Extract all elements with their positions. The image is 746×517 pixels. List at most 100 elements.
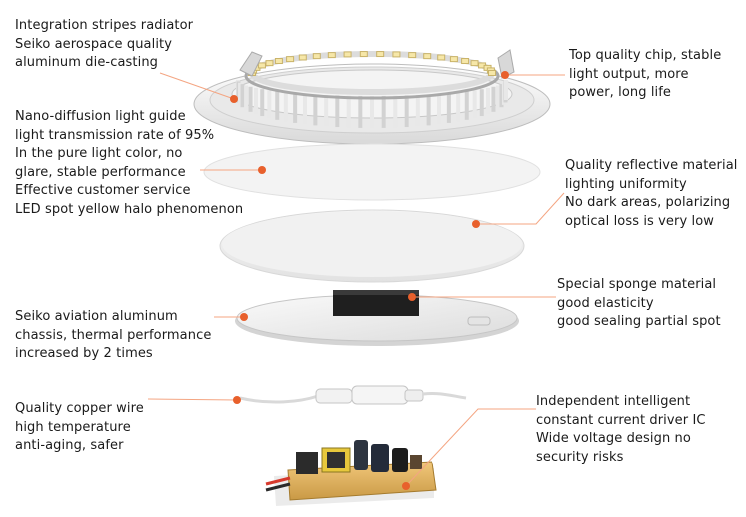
- led-chip: [449, 56, 458, 63]
- annotation-sponge: Special sponge material good elasticity …: [557, 276, 721, 332]
- led-chip: [437, 54, 446, 61]
- radiator-fin: [486, 88, 491, 114]
- aluminum-chassis: [235, 294, 519, 346]
- radiator-fin: [275, 91, 280, 120]
- callout-dot-chip: [501, 71, 509, 79]
- radiator-fin: [404, 95, 409, 128]
- led-chip: [312, 53, 321, 60]
- radiator-fin: [495, 85, 500, 110]
- radiator-fin: [283, 92, 288, 122]
- annotation-line: LED spot yellow halo phenomenon: [15, 201, 244, 217]
- led-chip: [376, 51, 385, 58]
- annotation-line: good sealing partial spot: [557, 314, 721, 329]
- radiator-fin: [499, 84, 504, 108]
- radiator-fin: [358, 95, 363, 128]
- annotation-line: Integration stripes radiator: [15, 18, 194, 33]
- led-chip: [359, 51, 368, 58]
- sponge-block: [333, 290, 419, 316]
- leader-line-reflective: [476, 192, 565, 225]
- led-chip: [488, 70, 496, 76]
- annotation-radiator: Integration stripes radiator Seiko aeros…: [15, 17, 193, 73]
- annotation-line: glare, stable performance: [15, 164, 186, 180]
- radiator-fin: [504, 80, 508, 100]
- radiator-fin: [238, 82, 243, 105]
- annotation-line: Top quality chip, stable: [569, 48, 722, 63]
- radiator-fin: [240, 84, 245, 108]
- copper-wire: [239, 385, 467, 405]
- radiator-fins: [236, 80, 508, 128]
- annotation-line: Seiko aviation aluminum: [15, 309, 178, 324]
- annotation-line: Quality reflective material: [565, 158, 738, 173]
- annotation-line: good elasticity: [557, 295, 654, 311]
- radiator-fin: [472, 90, 477, 118]
- annotation-wire: Quality copper wire high temperature ant…: [15, 400, 144, 456]
- annotation-line: Wide voltage design no: [536, 431, 691, 446]
- radiator-fin: [253, 88, 258, 114]
- callout-dot-driver: [402, 482, 410, 490]
- callout-dot-chassis: [240, 313, 248, 321]
- annotation-line: Special sponge material: [557, 277, 717, 292]
- annotation-light-guide: Nano-diffusion light guide light transmi…: [15, 108, 243, 219]
- annotation-line: Seiko aerospace quality: [15, 36, 173, 52]
- annotation-line: power, long life: [569, 85, 672, 100]
- led-chip: [408, 52, 417, 59]
- annotation-line: light transmission rate of 95%: [15, 127, 215, 143]
- annotation-reflective: Quality reflective material lighting uni…: [565, 157, 737, 231]
- callout-dot-reflective: [472, 220, 480, 228]
- annotation-line: No dark areas, polarizing: [565, 195, 731, 210]
- radiator-fin: [446, 93, 451, 123]
- leader-line-radiator: [159, 72, 235, 100]
- radiator-fin: [303, 93, 307, 125]
- leader-line-wire: [147, 398, 238, 401]
- annotation-line: lighting uniformity: [565, 176, 687, 192]
- radiator-fin: [381, 95, 386, 128]
- led-chip: [470, 60, 479, 67]
- callout-dot-wire: [233, 396, 241, 404]
- annotation-line: Effective customer service: [15, 183, 191, 198]
- led-chip: [298, 54, 307, 61]
- driver-board: [265, 440, 485, 506]
- led-chip: [286, 56, 295, 63]
- radiator-fin: [393, 95, 398, 128]
- led-chip: [257, 62, 266, 69]
- annotation-line: chassis, thermal performance: [15, 327, 212, 343]
- radiator-fin: [313, 94, 318, 126]
- radiator-fin: [244, 85, 249, 110]
- led-chip: [343, 51, 352, 58]
- annotation-line: increased by 2 times: [15, 346, 153, 361]
- annotation-line: optical loss is very low: [565, 213, 714, 229]
- annotation-line: Nano-diffusion light guide: [15, 109, 186, 124]
- annotation-line: security risks: [536, 449, 624, 465]
- radiator-fin: [426, 94, 431, 126]
- radiator-fin: [335, 95, 340, 128]
- radiator-fin: [491, 86, 496, 112]
- radiator-fin: [293, 93, 298, 123]
- annotation-chip: Top quality chip, stable light output, m…: [569, 47, 721, 103]
- leader-line-driver: [405, 408, 536, 487]
- annotation-line: Independent intelligent: [536, 394, 691, 409]
- light-guide-plate: [203, 143, 541, 201]
- radiator-fin: [464, 91, 469, 120]
- reflective-disc: [219, 209, 525, 283]
- led-chip: [423, 53, 432, 60]
- radiator-fin: [437, 93, 441, 125]
- annotation-line: constant current driver IC: [536, 412, 706, 428]
- radiator-fin: [479, 89, 484, 117]
- callout-dot-sponge: [408, 293, 416, 301]
- radiator-fin: [260, 89, 265, 117]
- radiator-fin: [267, 90, 272, 118]
- radiator-ring: [193, 49, 551, 145]
- led-chip: [327, 52, 336, 59]
- callout-dot-light-guide: [258, 166, 266, 174]
- annotation-line: light output, more: [569, 66, 689, 82]
- callout-dot-radiator: [230, 95, 238, 103]
- callout-lines: [147, 71, 565, 490]
- radiator-fin: [415, 95, 420, 127]
- annotation-line: anti-aging, safer: [15, 438, 124, 453]
- annotation-line: high temperature: [15, 419, 131, 435]
- radiator-fin: [370, 96, 374, 128]
- annotation-driver: Independent intelligent constant current…: [536, 393, 706, 467]
- annotation-line: aluminum die-casting: [15, 55, 159, 70]
- led-chip: [265, 60, 274, 67]
